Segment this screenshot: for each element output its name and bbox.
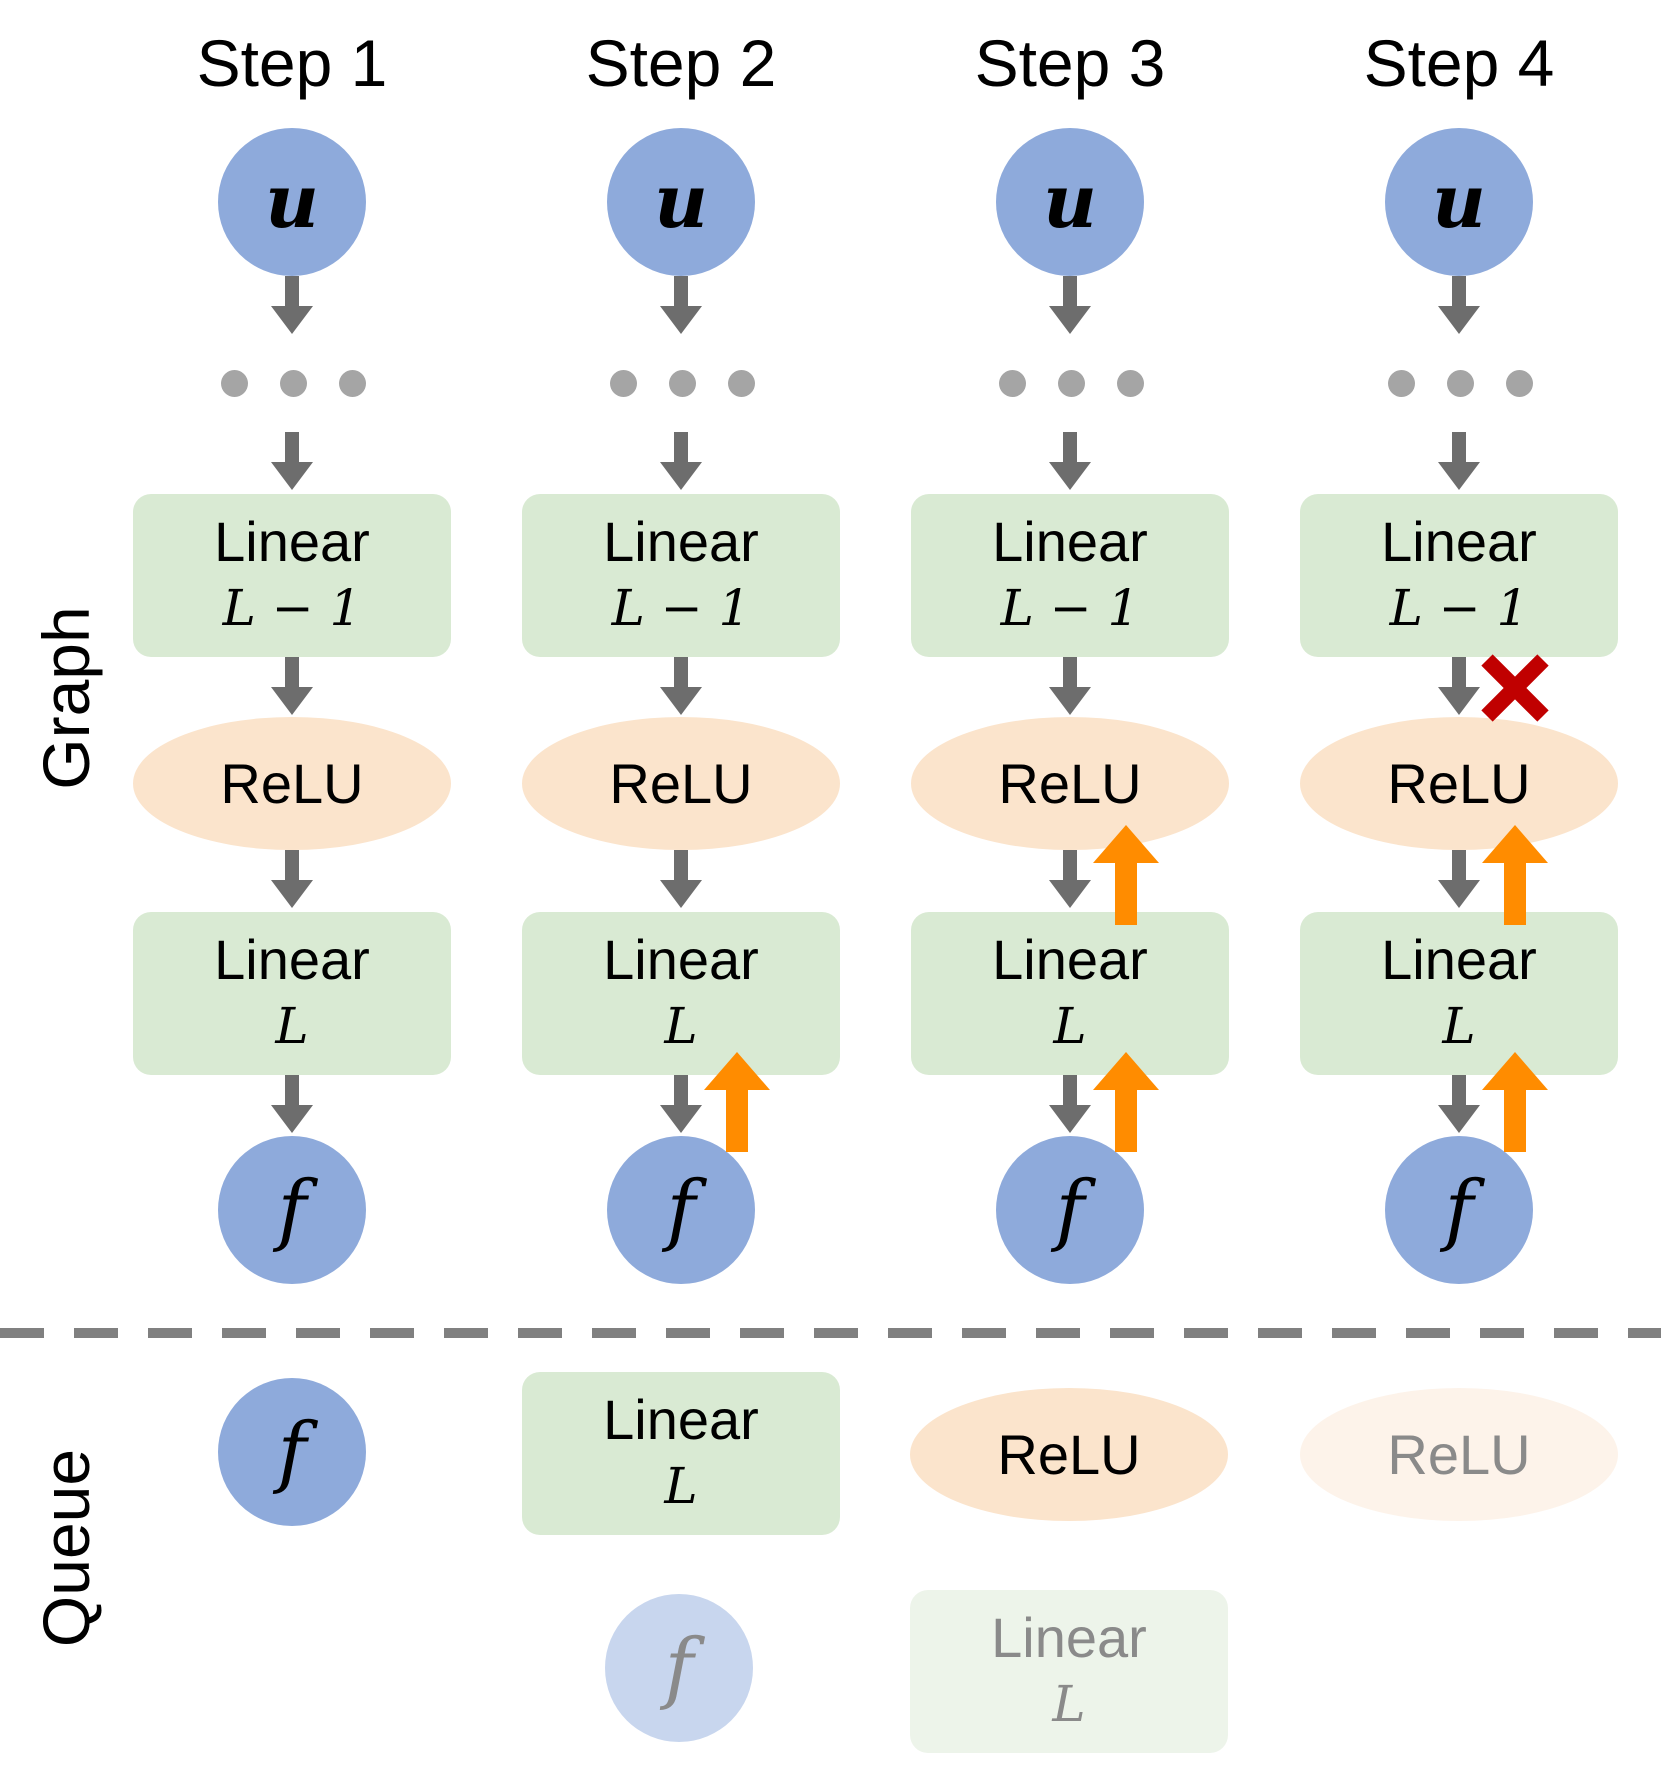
output-symbol: f <box>277 1407 307 1497</box>
linear-last-index: L <box>664 1456 698 1515</box>
input-node-step-4: u <box>1385 128 1533 276</box>
relu-label: ReLU <box>1387 1423 1531 1486</box>
input-symbol: u <box>1432 159 1486 245</box>
linear-label: Linear <box>214 928 370 992</box>
ellipsis-dots-icon <box>1388 370 1533 397</box>
linear-label: Linear <box>1381 928 1537 992</box>
step-4-title: Step 4 <box>1363 26 1555 100</box>
output-symbol: f <box>1444 1165 1474 1255</box>
step-3-title: Step 3 <box>974 26 1166 100</box>
relu-label: ReLU <box>220 752 364 815</box>
input-symbol: u <box>265 159 319 245</box>
output-symbol: f <box>664 1623 694 1713</box>
linear-label: Linear <box>992 928 1148 992</box>
linear-last-index: L <box>1052 1674 1086 1733</box>
linear-last-index: L <box>275 996 309 1055</box>
ellipsis-dots-icon <box>999 370 1144 397</box>
relu-label: ReLU <box>997 1423 1141 1486</box>
arrow-up-icon <box>1482 825 1548 1152</box>
relu-label: ReLU <box>609 752 753 815</box>
relu-label: ReLU <box>998 752 1142 815</box>
relu-node-step-3: ReLU <box>911 717 1229 850</box>
output-symbol: f <box>1055 1165 1085 1255</box>
input-symbol: u <box>1043 159 1097 245</box>
linear-prev-index: L − 1 <box>611 578 751 637</box>
queue-relu-node-step-3: ReLU <box>910 1388 1228 1521</box>
input-node-step-2: u <box>607 128 755 276</box>
step-2-title: Step 2 <box>585 26 777 100</box>
arrow-down-icon <box>271 276 313 1133</box>
linear-label: Linear <box>603 510 759 574</box>
arrow-down-icon <box>660 276 702 1133</box>
output-node-step-1: f <box>218 1136 366 1284</box>
ellipsis-dots-icon <box>221 370 366 397</box>
arrow-down-icon <box>1438 276 1480 1133</box>
linear-last-index: L <box>664 996 698 1055</box>
linear-last-index: L <box>1442 996 1476 1055</box>
relu-node-step-4: ReLU <box>1300 717 1618 850</box>
input-node-step-3: u <box>996 128 1144 276</box>
queue-output-node-faded-step-2: f <box>605 1594 753 1742</box>
ellipsis-dots-icon <box>610 370 755 397</box>
linear-prev-index: L − 1 <box>1389 578 1529 637</box>
arrow-up-icon <box>1093 825 1159 1152</box>
input-symbol: u <box>654 159 708 245</box>
output-symbol: f <box>666 1165 696 1255</box>
input-node-step-1: u <box>218 128 366 276</box>
linear-label: Linear <box>603 1388 759 1452</box>
relu-label: ReLU <box>1387 752 1531 815</box>
queue-output-node-step-1: f <box>218 1378 366 1526</box>
relu-node-step-1: ReLU <box>133 717 451 850</box>
output-node-step-4: f <box>1385 1136 1533 1284</box>
linear-prev-index: L − 1 <box>1000 578 1140 637</box>
relu-node-step-2: ReLU <box>522 717 840 850</box>
linear-label: Linear <box>603 928 759 992</box>
linear-label: Linear <box>214 510 370 574</box>
linear-last-index: L <box>1053 996 1087 1055</box>
linear-label: Linear <box>991 1606 1147 1670</box>
queue-relu-node-faded-step-4: ReLU <box>1300 1388 1618 1521</box>
cross-icon <box>1481 654 1549 722</box>
step-1-title: Step 1 <box>196 26 388 100</box>
linear-label: Linear <box>992 510 1148 574</box>
arrow-down-icon <box>1049 276 1091 1133</box>
arrow-up-icon <box>704 1052 770 1152</box>
linear-prev-index: L − 1 <box>222 578 362 637</box>
linear-label: Linear <box>1381 510 1537 574</box>
output-node-step-2: f <box>607 1136 755 1284</box>
output-node-step-3: f <box>996 1136 1144 1284</box>
output-symbol: f <box>277 1165 307 1255</box>
